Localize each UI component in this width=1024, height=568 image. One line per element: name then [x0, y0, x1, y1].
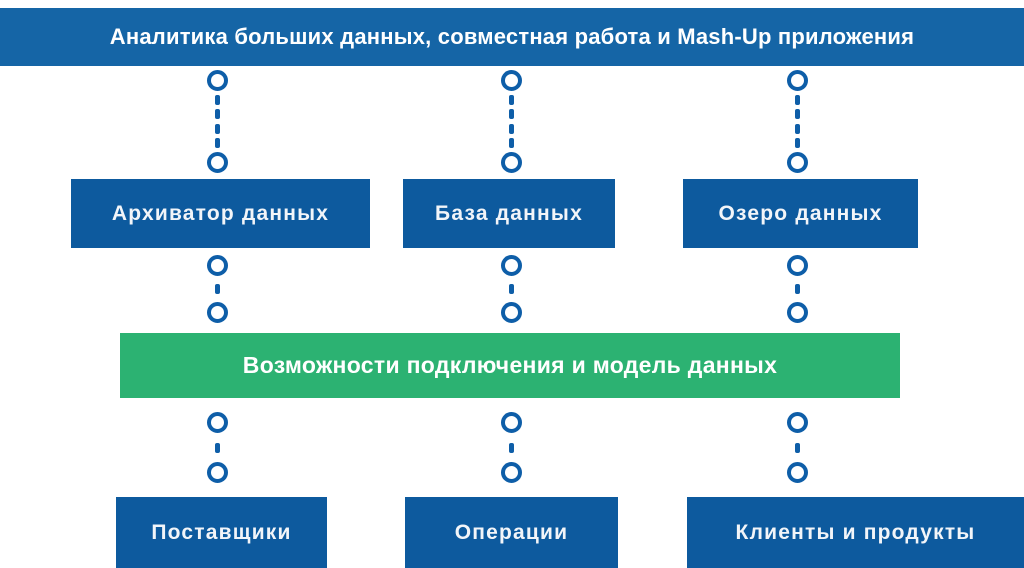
- connector-circle-icon: [500, 462, 522, 483]
- connector-circle-icon: [206, 412, 228, 433]
- connector-dash-icon: [794, 95, 800, 106]
- connector-dash-icon: [508, 123, 514, 134]
- connector-circle-icon: [206, 255, 228, 276]
- connector-dash-icon: [794, 123, 800, 134]
- connector-circle-icon: [500, 255, 522, 276]
- connector-dash-icon: [214, 137, 220, 148]
- header-title: Аналитика больших данных, совместная раб…: [109, 24, 915, 49]
- connector-band-to-clients: [786, 412, 808, 483]
- box-label: Клиенты и продукты: [735, 520, 976, 544]
- connector-dash-icon: [508, 137, 514, 148]
- band-connectivity-data-model: Возможности подключения и модель данных: [120, 333, 900, 398]
- box-label: Операции: [454, 520, 569, 544]
- connector-dash-icon: [794, 109, 800, 120]
- connector-datalake-to-band: [786, 255, 808, 323]
- connector-database-to-band: [500, 255, 522, 323]
- box-label: Архиватор данных: [111, 201, 330, 225]
- connector-dash-icon: [214, 284, 220, 294]
- box-label: Поставщики: [151, 520, 292, 544]
- connector-dash-icon: [214, 95, 220, 106]
- connector-circle-icon: [786, 302, 808, 323]
- connector-dash-icon: [508, 284, 514, 294]
- connector-circle-icon: [206, 302, 228, 323]
- connector-circle-icon: [206, 70, 228, 91]
- box-label: Озеро данных: [718, 201, 883, 225]
- connector-circle-icon: [786, 255, 808, 276]
- connector-circle-icon: [500, 412, 522, 433]
- connector-header-to-archiver: [206, 70, 228, 173]
- box-operations: Операции: [405, 497, 618, 568]
- connector-dash-icon: [508, 442, 514, 453]
- connector-circle-icon: [786, 462, 808, 483]
- connector-circle-icon: [500, 70, 522, 91]
- header-bar: Аналитика больших данных, совместная раб…: [0, 8, 1024, 66]
- box-data-archiver: Архиватор данных: [71, 179, 370, 248]
- band-label: Возможности подключения и модель данных: [242, 352, 778, 378]
- connector-band-to-operations: [500, 412, 522, 483]
- connector-dash-icon: [214, 109, 220, 120]
- box-suppliers: Поставщики: [116, 497, 327, 568]
- connector-circle-icon: [786, 70, 808, 91]
- connector-header-to-datalake: [786, 70, 808, 173]
- connector-dash-icon: [214, 123, 220, 134]
- connector-archiver-to-band: [206, 255, 228, 323]
- connector-circle-icon: [206, 151, 228, 173]
- connector-circle-icon: [206, 462, 228, 483]
- box-label: База данных: [435, 201, 583, 225]
- connector-circle-icon: [500, 151, 522, 173]
- connector-dash-icon: [794, 137, 800, 148]
- box-database: База данных: [403, 179, 615, 248]
- connector-circle-icon: [500, 302, 522, 323]
- connector-circle-icon: [786, 412, 808, 433]
- box-clients-products: Клиенты и продукты: [687, 497, 1024, 568]
- connector-dash-icon: [508, 95, 514, 106]
- connector-band-to-suppliers: [206, 412, 228, 483]
- connector-header-to-database: [500, 70, 522, 173]
- connector-dash-icon: [214, 442, 220, 453]
- connector-dash-icon: [794, 284, 800, 294]
- box-data-lake: Озеро данных: [683, 179, 918, 248]
- connector-dash-icon: [794, 442, 800, 453]
- connector-circle-icon: [786, 151, 808, 173]
- connector-dash-icon: [508, 109, 514, 120]
